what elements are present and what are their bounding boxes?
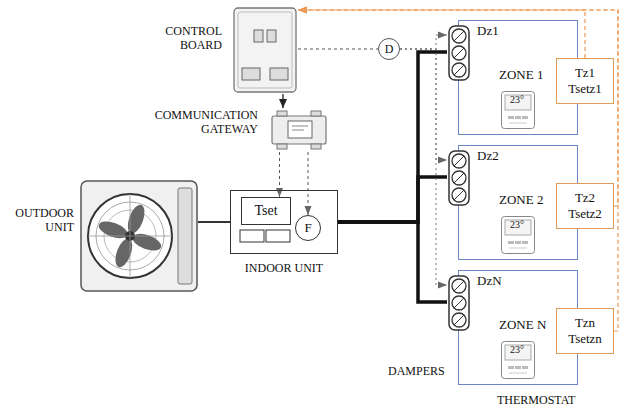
setpoint-box: Tset bbox=[241, 197, 291, 225]
part-label: DAMPERS bbox=[388, 364, 445, 378]
connector bbox=[298, 10, 618, 206]
zone-sensor-box: Tz2Tsetz2 bbox=[556, 183, 614, 229]
connector bbox=[298, 10, 618, 331]
damper-controller-circle: D bbox=[378, 38, 400, 60]
node-text: Tsetz2 bbox=[568, 206, 602, 222]
control-board-symbol bbox=[232, 6, 298, 98]
node-text: Tsetz1 bbox=[568, 81, 602, 97]
control-board: CONTROL BOARD bbox=[232, 6, 298, 94]
display-reading: 23° bbox=[504, 343, 530, 357]
node-text: COMMUNICATION GATEWAY bbox=[128, 108, 258, 137]
connector bbox=[400, 49, 447, 160]
part-label: THERMOSTAT bbox=[497, 393, 575, 407]
gateway-symbol bbox=[268, 108, 330, 156]
node-text: Dz2 bbox=[477, 148, 499, 164]
connector bbox=[282, 94, 283, 108]
zone-sensor-box: Tz1Tsetz1 bbox=[556, 58, 614, 104]
node-text: ZONE 1 bbox=[499, 67, 543, 83]
node-text: INDOOR UNIT bbox=[211, 261, 357, 275]
connector bbox=[198, 221, 230, 223]
node-text: D bbox=[385, 42, 394, 56]
connector bbox=[400, 35, 447, 49]
connector bbox=[338, 177, 447, 222]
node-text: ZONE 2 bbox=[499, 192, 543, 208]
damper-symbol bbox=[448, 25, 470, 85]
node-text: ZONE N bbox=[499, 317, 546, 333]
outdoor-unit: OUTDOOR UNIT bbox=[80, 180, 198, 292]
connector bbox=[338, 222, 447, 302]
connector bbox=[298, 10, 585, 58]
connector bbox=[308, 152, 309, 215]
indoor-unit: INDOOR UNITTsetF bbox=[230, 190, 338, 254]
node-text: Dz1 bbox=[477, 23, 499, 39]
communication-gateway: COMMUNICATION GATEWAY bbox=[268, 108, 330, 152]
damper-symbol bbox=[448, 150, 470, 210]
zone-sensor-box: TznTsetzn bbox=[556, 308, 614, 354]
node-text: Tsetzn bbox=[568, 331, 602, 347]
damper-symbol bbox=[448, 275, 470, 335]
connector bbox=[338, 52, 447, 222]
connector bbox=[298, 49, 378, 50]
node-text: Tset bbox=[254, 203, 277, 220]
node-text: Tz1 bbox=[575, 65, 595, 81]
node-text: Tzn bbox=[575, 315, 595, 331]
fan-circle: F bbox=[295, 215, 321, 241]
node-text: F bbox=[304, 220, 311, 236]
node-text: DzN bbox=[477, 273, 502, 289]
display-reading: 23° bbox=[504, 93, 530, 107]
node-text: CONTROL BOARD bbox=[138, 24, 222, 53]
outdoor-unit-symbol bbox=[80, 180, 198, 296]
display-reading: 23° bbox=[504, 218, 530, 232]
node-text: OUTDOOR UNIT bbox=[2, 206, 74, 235]
node-text: Tz2 bbox=[575, 190, 595, 206]
connector bbox=[400, 49, 447, 285]
